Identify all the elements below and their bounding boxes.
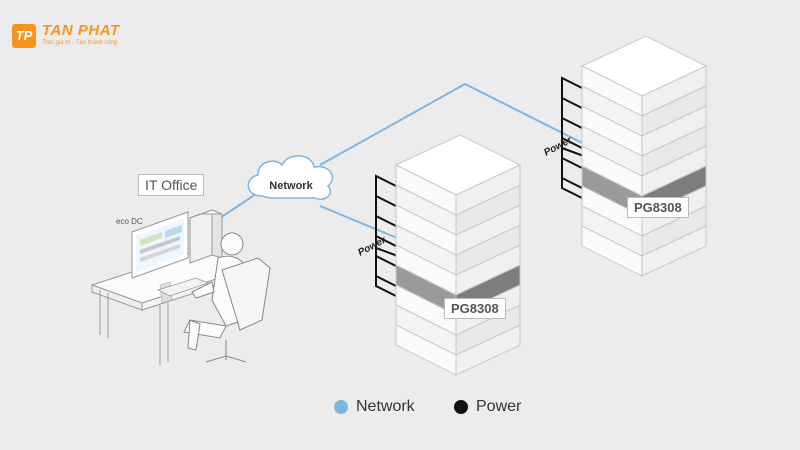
rack-unit-side <box>641 225 707 277</box>
network-link-rack2 <box>319 82 633 169</box>
server-rack-icon <box>394 134 522 376</box>
network-legend-dot-icon <box>334 400 348 414</box>
server-rack-icon <box>580 35 708 277</box>
pdu-label-rack1: PG8308 <box>444 298 506 319</box>
legend-network: Network <box>334 398 415 416</box>
software-label: eco DC <box>116 217 143 226</box>
rack-unit-side <box>455 324 521 376</box>
power-legend-dot-icon <box>454 400 468 414</box>
brand-mark-icon: TP <box>12 24 36 48</box>
brand-logo: TP TAN PHAT Trao giá trị - Tạo thành côn… <box>12 22 172 52</box>
power-label-rack2: Power <box>542 134 575 158</box>
brand-name: TAN PHAT <box>42 22 120 39</box>
monitor-icon <box>131 211 210 304</box>
cloud-label: Network <box>269 180 313 192</box>
cloud-icon: Network <box>247 155 334 200</box>
person-icon <box>183 232 271 363</box>
legend-power: Power <box>454 398 521 416</box>
legend-network-label: Network <box>356 398 415 415</box>
office-label: IT Office <box>138 174 205 196</box>
power-label-rack1: Power <box>356 234 389 258</box>
brand-slogan: Trao giá trị - Tạo thành công <box>42 40 118 46</box>
pdu-label-rack2: PG8308 <box>627 197 689 218</box>
legend-power-label: Power <box>476 398 522 415</box>
